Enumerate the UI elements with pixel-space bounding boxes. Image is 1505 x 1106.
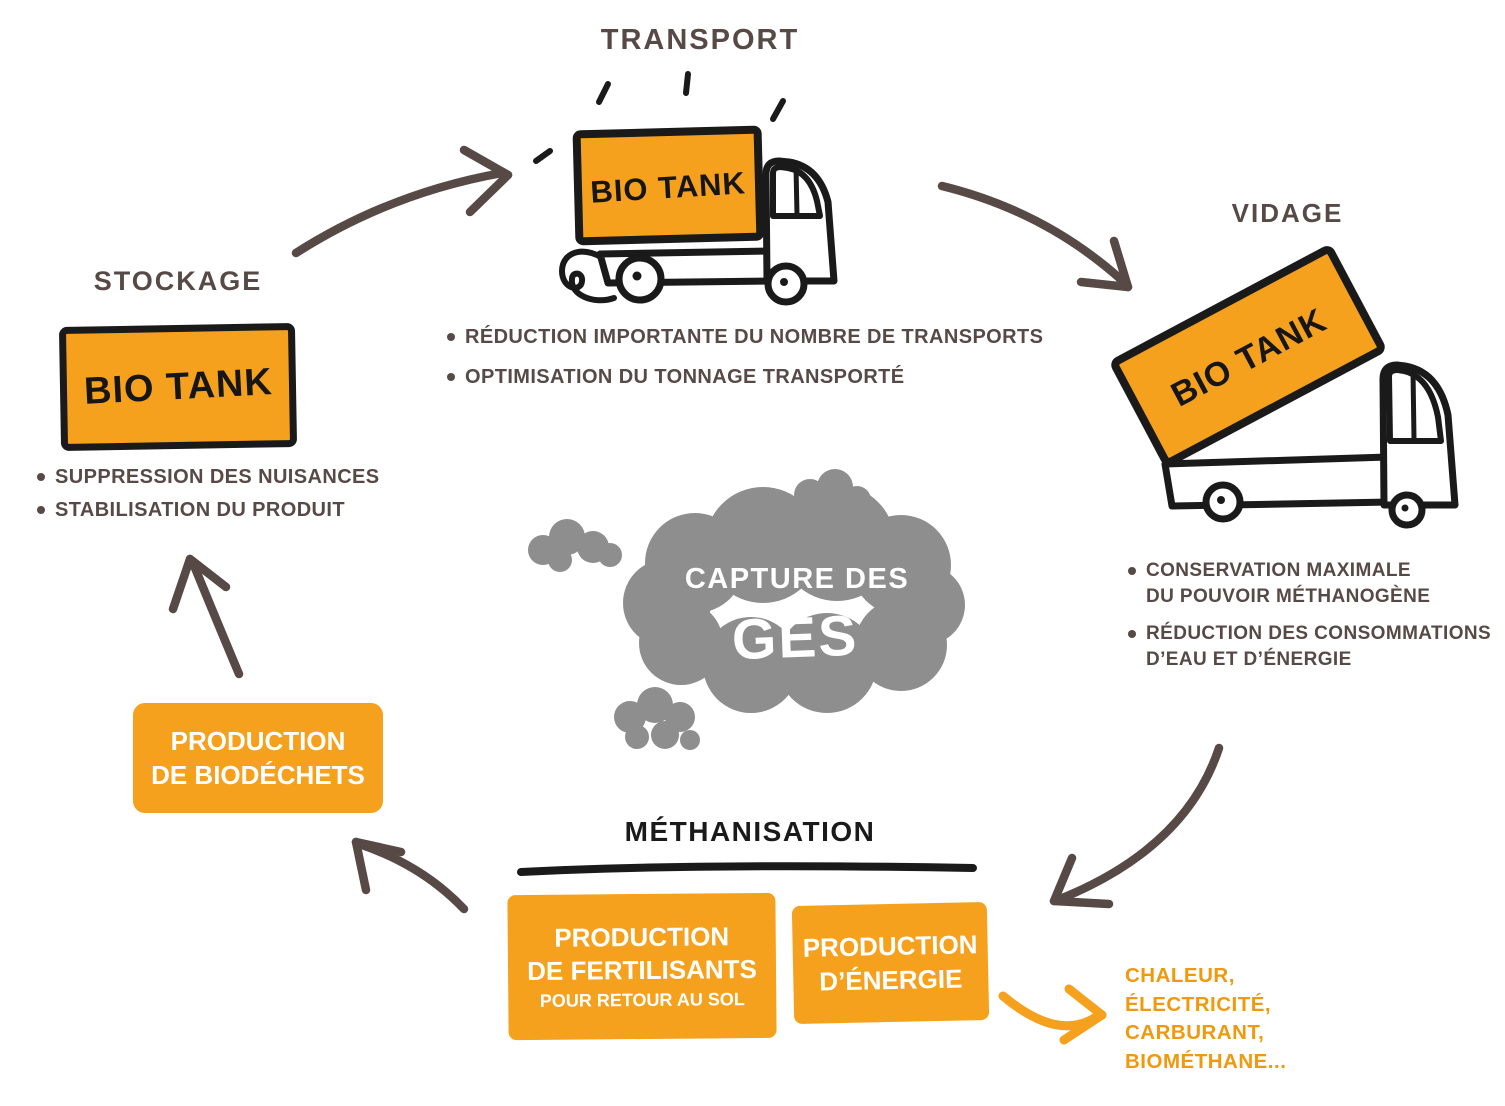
wheel-hub	[632, 271, 642, 281]
bullet-dot-icon	[1128, 567, 1136, 575]
wheel-hub	[780, 278, 788, 286]
transport-truck-illustration: BIO TANK	[533, 71, 838, 306]
stockage-title: STOCKAGE	[93, 266, 263, 296]
arrow-vidage-to-methanisation	[1049, 743, 1224, 909]
truck-bed	[1161, 453, 1395, 510]
bullet-dot-icon	[447, 373, 455, 381]
main-cloud	[623, 485, 965, 713]
bio-tank-container-tilted: BIO TANK	[1111, 246, 1385, 466]
bullet-text: CONSERVATION MAXIMALE DU POUVOIR MÉTHANO…	[1146, 560, 1431, 607]
list-item: RÉDUCTION IMPORTANTE DU NOMBRE DE TRANSP…	[447, 324, 1043, 350]
wheel-hub	[1401, 504, 1409, 512]
energie-box: PRODUCTION D’ÉNERGIE	[791, 901, 990, 1025]
cloud-puff-bottom	[614, 687, 700, 750]
bio-tank-label: BIO TANK	[82, 360, 274, 413]
vidage-bullets: CONSERVATION MAXIMALE DU POUVOIR MÉTHANO…	[1128, 558, 1491, 673]
vidage-title: VIDAGE	[1231, 198, 1344, 228]
fertilisants-line2: DE FERTILISANTS	[527, 953, 757, 986]
biodechets-line2: DE BIODÉCHETS	[151, 760, 365, 790]
output-biomethane: BIOMÉTHANE...	[1125, 1049, 1287, 1073]
fertilisants-line1: PRODUCTION	[554, 920, 730, 953]
arrow-stockage-to-transport	[291, 145, 513, 258]
arrow-transport-to-vidage	[937, 181, 1133, 292]
ges-cloud-illustration: CAPTURE DES GES	[528, 469, 965, 750]
arrow-biodechets-to-stockage	[168, 554, 244, 679]
biodechets-line1: PRODUCTION	[170, 726, 346, 756]
list-item: SUPPRESSION DES NUISANCES	[37, 464, 380, 491]
bullet-dot-icon	[37, 506, 45, 514]
vidage-dump-truck-illustration: BIO TANK	[1111, 246, 1459, 529]
bio-tank-container: BIO TANK	[572, 125, 765, 246]
bullet-dot-icon	[1128, 630, 1136, 638]
transport-title: TRANSPORT	[600, 24, 800, 56]
exhaust-smoke-icon	[559, 248, 617, 304]
fertilisants-line3: POUR RETOUR AU SOL	[539, 988, 745, 1011]
list-item: RÉDUCTION DES CONSOMMATIONS D’EAU ET D’É…	[1128, 621, 1491, 673]
energie-line1: PRODUCTION	[802, 929, 978, 963]
ges-cloud-text-line1: CAPTURE DES	[685, 563, 909, 595]
transport-bullets: RÉDUCTION IMPORTANTE DU NOMBRE DE TRANSP…	[447, 324, 1043, 390]
list-item: STABILISATION DU PRODUIT	[37, 497, 380, 524]
arrow-methanisation-to-biodechets	[351, 837, 469, 914]
output-electricite: ÉLECTRICITÉ,	[1125, 992, 1272, 1016]
arrow-energie-to-outputs	[998, 984, 1107, 1045]
window-divider	[793, 164, 800, 218]
stockage-bio-tank-box: BIO TANK	[58, 322, 298, 452]
list-item: OPTIMISATION DU TONNAGE TRANSPORTÉ	[447, 364, 1043, 390]
bullet-text: RÉDUCTION DES CONSOMMATIONS D’EAU ET D’É…	[1146, 623, 1492, 670]
energie-line2: D’ÉNERGIE	[819, 963, 963, 997]
output-chaleur: CHALEUR,	[1125, 964, 1235, 987]
biodechets-box: PRODUCTION DE BIODÉCHETS	[133, 703, 383, 813]
methanisation-underline	[517, 862, 977, 876]
bullet-text: RÉDUCTION IMPORTANTE DU NOMBRE DE TRANSP…	[465, 326, 1044, 348]
ges-cloud-text-line2: GES	[731, 604, 860, 672]
energy-outputs-list: CHALEUR, ÉLECTRICITÉ, CARBURANT, BIOMÉTH…	[1125, 962, 1286, 1076]
window-divider	[1410, 368, 1417, 442]
bullet-text: STABILISATION DU PRODUIT	[55, 499, 345, 521]
ray-icons	[533, 71, 786, 164]
bullet-text: SUPPRESSION DES NUISANCES	[55, 466, 380, 488]
bullet-dot-icon	[37, 473, 45, 481]
methanisation-title: MÉTHANISATION	[624, 816, 876, 847]
wheel-hub	[1217, 496, 1225, 504]
stockage-bullets: SUPPRESSION DES NUISANCES STABILISATION …	[37, 464, 380, 524]
cloud-puff-left	[528, 519, 622, 572]
fertilisants-box: PRODUCTION DE FERTILISANTS POUR RETOUR A…	[507, 892, 777, 1041]
output-carburant: CARBURANT,	[1125, 1021, 1265, 1044]
bullet-dot-icon	[447, 333, 455, 341]
bullet-text: OPTIMISATION DU TONNAGE TRANSPORTÉ	[465, 366, 905, 388]
list-item: CONSERVATION MAXIMALE DU POUVOIR MÉTHANO…	[1128, 558, 1491, 610]
